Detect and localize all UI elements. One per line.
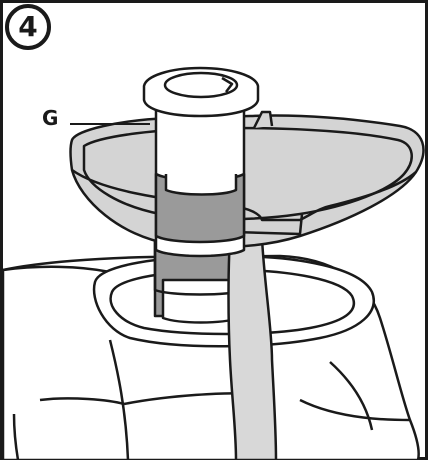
- callout-label-g: G: [42, 106, 59, 130]
- shaft-top: [142, 66, 260, 258]
- step-number-badge: 4: [5, 4, 51, 50]
- handle-strip: [227, 236, 278, 460]
- bowl-part-g: [69, 110, 425, 249]
